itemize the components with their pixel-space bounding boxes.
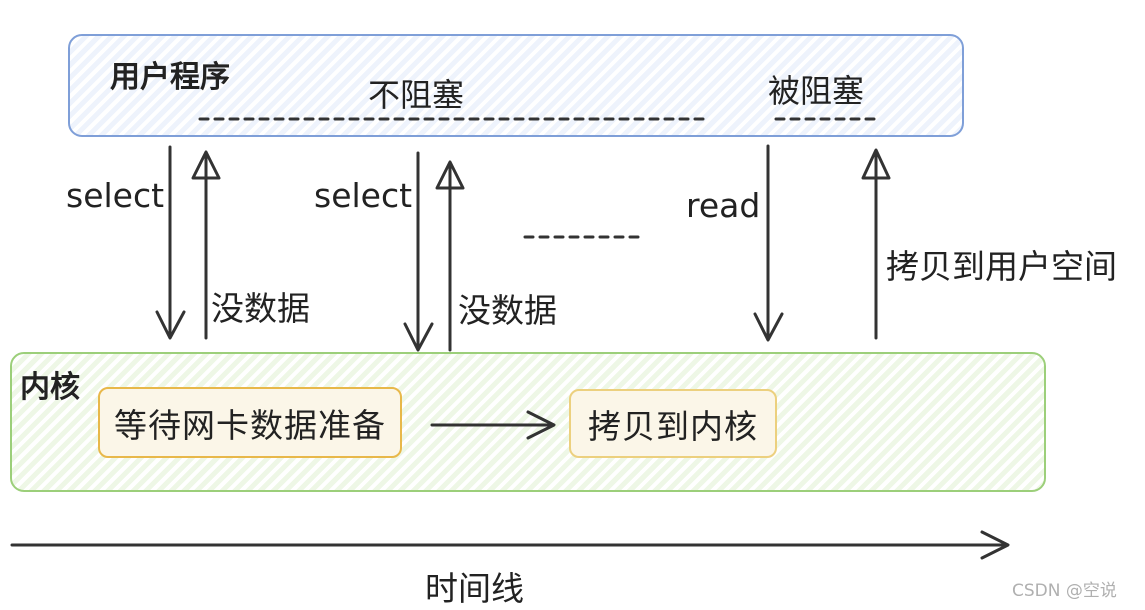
select-call-label-2: select (314, 176, 413, 215)
timeline-arrow (10, 530, 1010, 560)
wait-to-copy-arrow (430, 410, 556, 440)
watermark: CSDN @空说 (1012, 581, 1117, 601)
wait-nic-data-step: 等待网卡数据准备 (98, 387, 402, 458)
copy-to-kernel-step: 拷贝到内核 (569, 389, 777, 458)
no-data-up-arrow-1 (191, 150, 221, 340)
select-call-label-1: select (66, 176, 165, 215)
user-program-title: 用户程序 (110, 60, 230, 95)
no-data-up-arrow-2 (435, 160, 465, 352)
select-down-arrow-2 (403, 151, 434, 352)
no-data-label-2: 没数据 (458, 291, 557, 330)
copy-to-user-up-arrow (861, 148, 891, 340)
non-blocking-label: 不阻塞 (368, 76, 465, 114)
timeline-label: 时间线 (425, 569, 524, 608)
read-call-label: read (686, 186, 761, 225)
read-down-arrow (753, 144, 784, 342)
no-data-label-1: 没数据 (211, 289, 310, 328)
select-down-arrow-1 (155, 145, 186, 340)
kernel-title: 内核 (20, 370, 80, 405)
copy-to-user-label: 拷贝到用户空间 (886, 247, 1117, 286)
blocked-label: 被阻塞 (768, 72, 865, 110)
